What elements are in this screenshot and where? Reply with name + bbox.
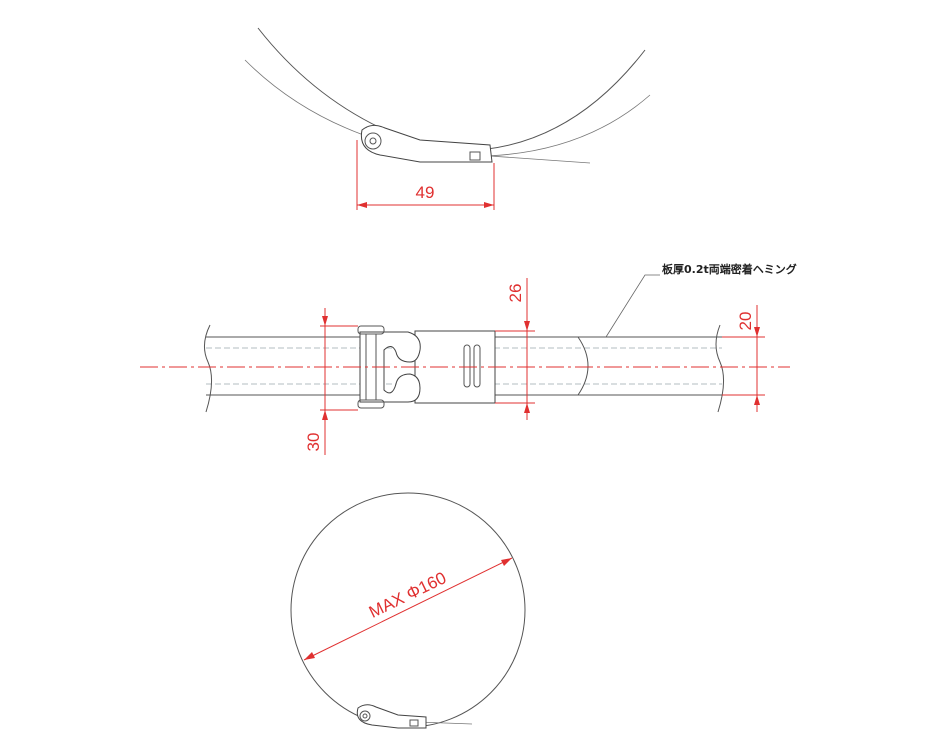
lever-hinge — [359, 331, 421, 403]
band-outer-arc — [257, 27, 646, 152]
dim-30-label: 30 — [304, 433, 323, 452]
material-note: 板厚0.2t両端密着ヘミング — [662, 262, 797, 276]
buckle-slot-1 — [463, 344, 471, 388]
ring-circle — [290, 492, 526, 728]
ring-latch-slot — [409, 719, 419, 727]
ring-view: MAX Φ160 — [290, 492, 526, 729]
side-view: 26 20 30 板厚0.2t両端密着ヘミング — [140, 262, 797, 455]
dim-20-arrow-top — [754, 327, 760, 337]
dim-diameter-arrow-start — [304, 652, 315, 660]
note-leader — [605, 274, 660, 338]
ring-latch-pivot-inner — [362, 713, 368, 719]
ring-latch-lever — [356, 704, 427, 729]
buckle-slot-2 — [473, 344, 481, 388]
band-overlap-curve — [577, 336, 589, 396]
dim-26-arrow-bottom — [524, 403, 530, 413]
dim-diameter-line — [303, 557, 513, 661]
dim-20-label: 20 — [736, 312, 755, 331]
dim-26-arrow-top — [524, 321, 530, 331]
band-tail-line — [489, 155, 591, 164]
dim-30-arrow-bottom — [322, 410, 328, 420]
latch-lever — [360, 124, 493, 163]
dim-49-arrow-left — [357, 202, 367, 208]
dim-diameter-arrow-end — [501, 558, 512, 566]
break-line-right — [715, 324, 724, 413]
dim-49-label: 49 — [416, 183, 435, 202]
ring-tail-line — [417, 721, 473, 725]
ring-latch-pivot — [359, 710, 371, 722]
latch-pivot-outer — [364, 132, 382, 150]
top-view: 49 — [244, 27, 651, 210]
dim-26-label: 26 — [506, 284, 525, 303]
dim-49-arrow-right — [484, 202, 494, 208]
pin-top — [357, 325, 385, 335]
latch-slot — [469, 151, 481, 161]
pin-bottom — [357, 399, 385, 409]
dim-20-arrow-bottom — [754, 395, 760, 405]
break-line-left — [204, 324, 212, 413]
dim-30-arrow-top — [322, 316, 328, 326]
latch-pivot-inner — [369, 137, 377, 145]
